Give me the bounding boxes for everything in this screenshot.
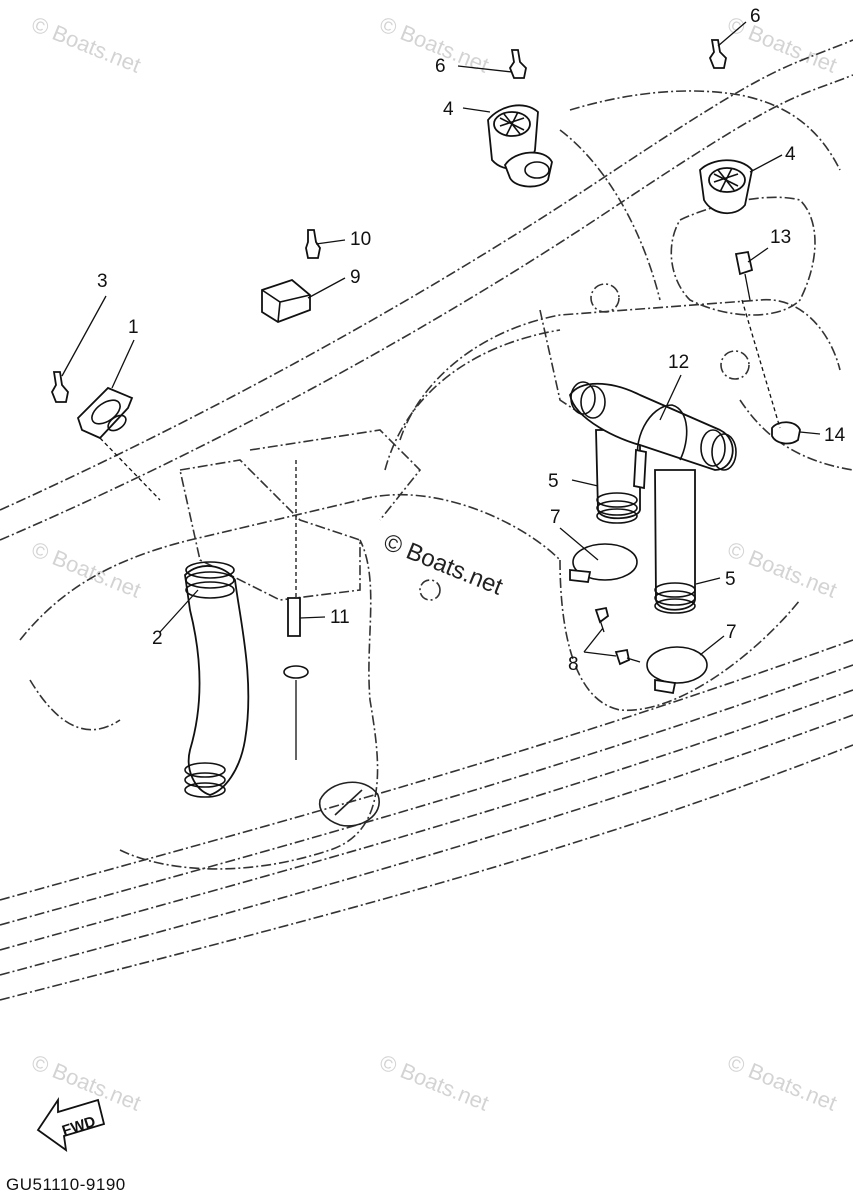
watermark-center: © Boats.net <box>380 529 507 601</box>
callout-13: 13 <box>770 227 791 248</box>
watermark: © Boats.net <box>724 11 840 77</box>
part-5-hose-a <box>595 429 641 524</box>
part-14-clip <box>771 421 801 445</box>
part-8-screw-a <box>594 606 610 633</box>
part-6-rivet-left <box>508 49 527 79</box>
hull-outline <box>0 39 853 1001</box>
callout-7-upper: 7 <box>550 507 561 528</box>
callout-4-left: 4 <box>443 99 454 120</box>
callout-7-lower: 7 <box>726 622 737 643</box>
watermark: © Boats.net <box>724 1049 840 1115</box>
callout-4-right: 4 <box>785 144 796 165</box>
callout-11: 11 <box>330 607 350 628</box>
part-10-rivet <box>305 229 321 259</box>
callout-8: 8 <box>568 654 579 675</box>
part-2-intake-hose <box>184 561 250 798</box>
leader-lines <box>61 21 821 657</box>
callout-5-lower: 5 <box>725 569 736 590</box>
callout-6-left: 6 <box>435 56 446 77</box>
part-13-valve <box>734 250 754 301</box>
watermark: © Boats.net <box>724 536 840 602</box>
assembly-guides <box>99 299 781 598</box>
part-7-clamp-b <box>646 646 708 695</box>
callout-9: 9 <box>350 267 361 288</box>
part-4-vent-cap-right <box>699 159 753 214</box>
part-9-bracket <box>261 278 311 323</box>
part-3-rivet <box>51 371 69 403</box>
callout-3: 3 <box>97 271 108 292</box>
part-8-screw-b <box>614 648 641 666</box>
callout-14: 14 <box>824 425 846 446</box>
part-11-fitting <box>283 597 309 760</box>
part-12-strap <box>633 404 688 490</box>
fwd-arrow: FWD <box>36 1097 106 1152</box>
watermark: © Boats.net <box>376 1049 492 1115</box>
part-4-vent-cap-left <box>487 104 553 188</box>
callout-10: 10 <box>350 229 371 250</box>
callout-1: 1 <box>128 317 139 338</box>
part-6-rivet-right <box>708 39 727 69</box>
callout-5-upper: 5 <box>548 471 559 492</box>
callout-12: 12 <box>668 352 689 373</box>
callouts: 3 1 2 4 4 5 5 6 6 7 7 8 9 10 11 12 13 14 <box>97 6 846 675</box>
part-7-clamp-a <box>569 543 638 583</box>
callout-2: 2 <box>152 628 163 649</box>
part-1-duct-flange <box>76 386 134 440</box>
callout-6-right: 6 <box>750 6 761 27</box>
watermark: © Boats.net <box>28 11 144 77</box>
part-5-hose-b <box>569 381 737 614</box>
diagram-reference-id: GU51110-9190 <box>6 1175 126 1194</box>
watermark: © Boats.net <box>28 536 144 602</box>
